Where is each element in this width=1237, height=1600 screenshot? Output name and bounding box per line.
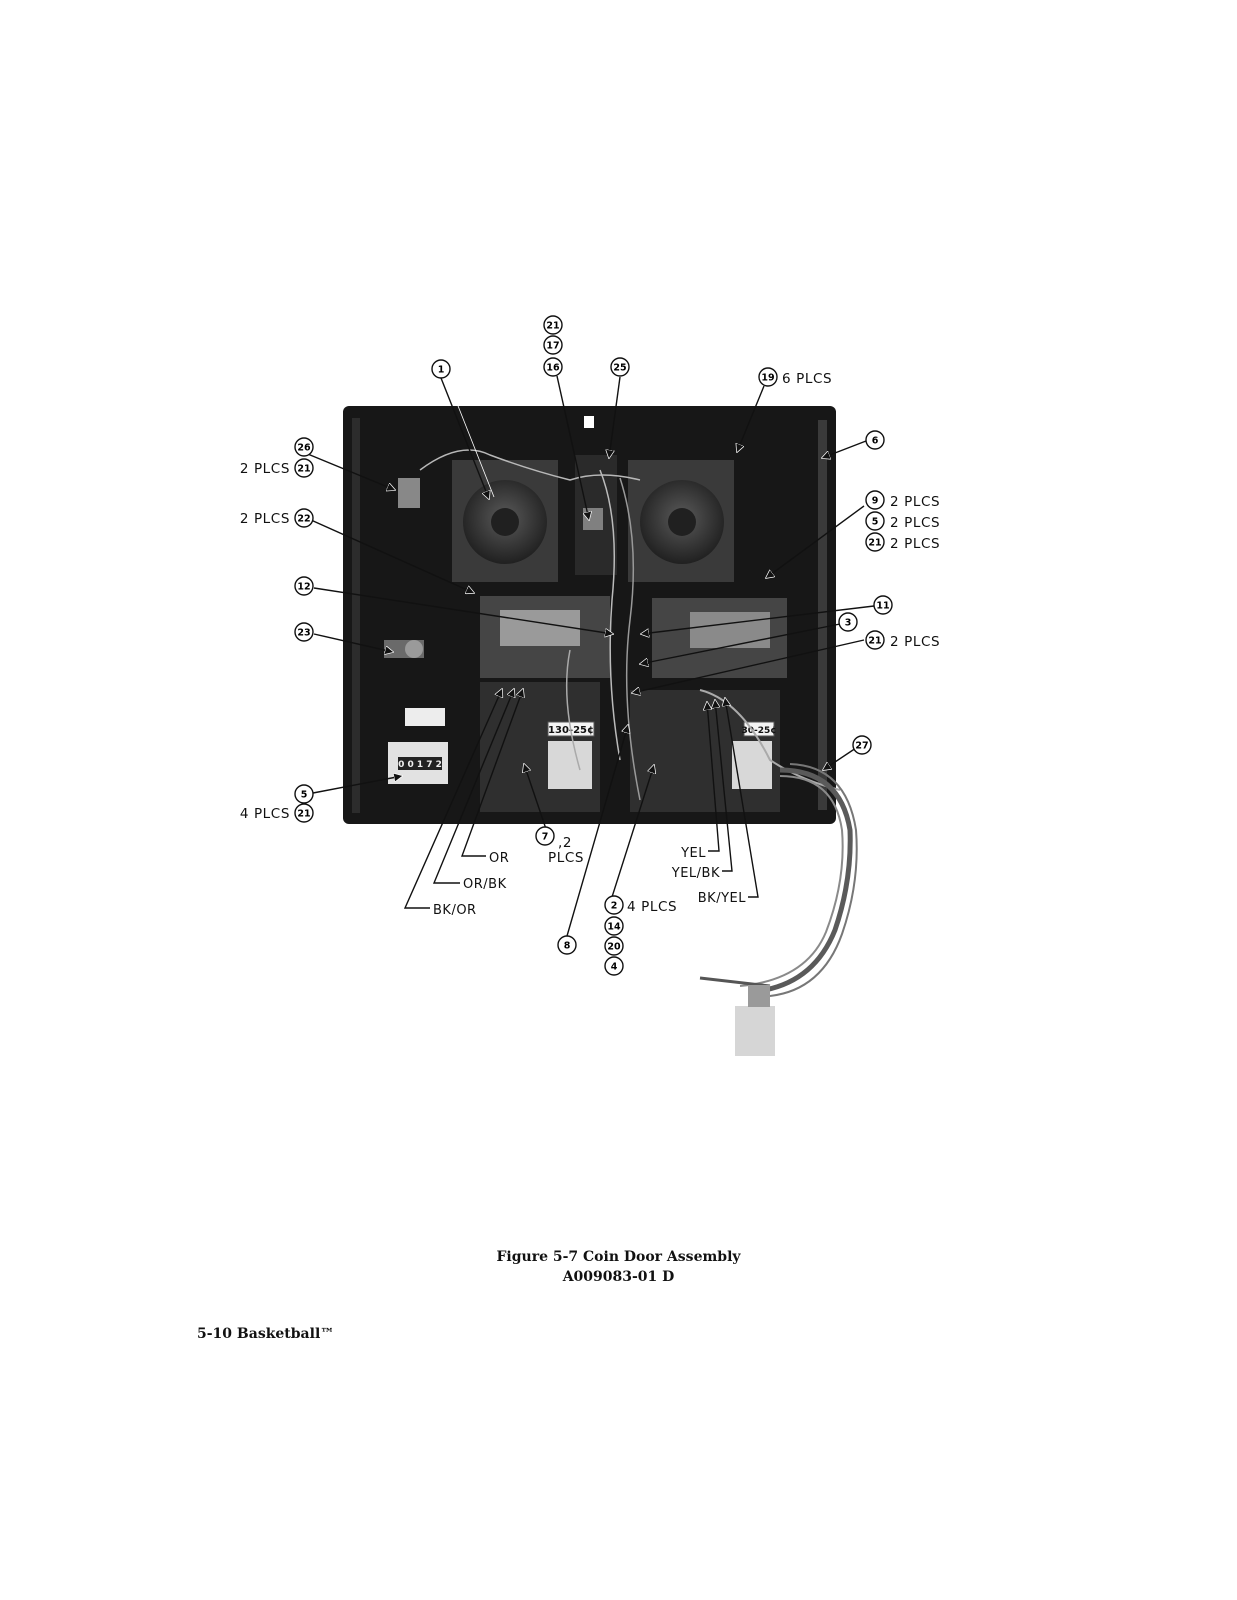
svg-text:21: 21	[868, 636, 881, 647]
svg-text:3: 3	[845, 618, 852, 629]
callout-21-top: 21	[543, 315, 563, 335]
svg-text:2 PLCS: 2 PLCS	[890, 515, 940, 531]
svg-text:4 PLCS: 4 PLCS	[627, 899, 677, 915]
svg-text:2 PLCS: 2 PLCS	[890, 494, 940, 510]
callout-19: 19 6 PLCS	[758, 367, 832, 387]
svg-text:8: 8	[564, 941, 571, 952]
svg-text:20: 20	[607, 942, 621, 953]
svg-text:2 PLCS: 2 PLCS	[890, 536, 940, 552]
svg-text:21: 21	[868, 538, 881, 549]
svg-text:23: 23	[297, 628, 310, 639]
svg-text:21: 21	[297, 809, 310, 820]
callout-3: 3	[838, 612, 858, 632]
callout-23: 23	[294, 622, 314, 642]
wire-label-or-bk: OR/BK	[463, 877, 507, 892]
callout-14: 14	[604, 916, 624, 936]
svg-text:12: 12	[297, 582, 310, 593]
svg-text:2 PLCS: 2 PLCS	[240, 461, 290, 477]
callout-6: 6	[865, 430, 885, 450]
svg-text:2 PLCS: 2 PLCS	[240, 511, 290, 527]
svg-text:27: 27	[855, 741, 868, 752]
callout-5-left: 5	[294, 784, 314, 804]
svg-text:2 PLCS: 2 PLCS	[890, 634, 940, 650]
svg-text:4 PLCS: 4 PLCS	[240, 806, 290, 822]
svg-text:11: 11	[876, 601, 889, 612]
callout-27: 27	[852, 735, 872, 755]
coin-door-photo: 130-25¢ 30-25¢ 0 0 1 7 2	[343, 406, 858, 1056]
callout-21-4plcs-left: 21 4 PLCS	[240, 803, 314, 823]
svg-text:,2: ,2	[558, 835, 572, 851]
svg-text:21: 21	[546, 321, 559, 332]
callout-16: 16	[543, 357, 563, 377]
callout-9: 9 2 PLCS	[865, 490, 940, 510]
callout-8: 8	[557, 935, 577, 955]
svg-text:5: 5	[301, 790, 308, 801]
callout-21-2plcs-right: 21 2 PLCS	[865, 532, 940, 552]
svg-text:17: 17	[546, 341, 559, 352]
callout-21-2plcs-upper-left: 21 2 PLCS	[240, 458, 314, 478]
callout-1: 1	[431, 359, 451, 379]
svg-text:PLCS: PLCS	[548, 850, 584, 866]
callout-22: 22 2 PLCS	[240, 508, 314, 528]
callout-12: 12	[294, 576, 314, 596]
page-footer: 5-10 Basketball™	[197, 1326, 335, 1342]
svg-text:14: 14	[607, 922, 621, 933]
svg-text:7: 7	[542, 832, 549, 843]
figure-caption-title: Figure 5-7 Coin Door Assembly	[496, 1249, 741, 1265]
svg-text:6: 6	[872, 436, 879, 447]
callout-20: 20	[604, 936, 624, 956]
figure-caption-id: A009083-01 D	[562, 1269, 675, 1285]
callout-26: 26	[294, 437, 314, 457]
svg-text:9: 9	[872, 496, 879, 507]
svg-text:22: 22	[297, 514, 310, 525]
wire-label-yel: YEL	[680, 846, 706, 861]
meter-digits: 0 0 1 7 2	[398, 760, 442, 770]
callout-21-2plcs-mid-right: 21 2 PLCS	[865, 630, 940, 650]
wire-label-bk-yel: BK/YEL	[698, 891, 746, 906]
wire-label-yel-bk: YEL/BK	[671, 866, 720, 881]
svg-text:21: 21	[297, 464, 310, 475]
svg-text:2: 2	[611, 901, 618, 912]
svg-text:4: 4	[611, 962, 618, 973]
callout-2: 2 4 PLCS	[604, 895, 677, 915]
svg-text:25: 25	[613, 363, 626, 374]
wire-label-bk-or: BK/OR	[433, 903, 477, 918]
wire-labels: OR OR/BK BK/OR YEL YEL/BK BK/YEL	[433, 846, 746, 918]
svg-text:5: 5	[872, 517, 879, 528]
callout-17: 17	[543, 335, 563, 355]
callout-25: 25	[610, 357, 630, 377]
svg-text:16: 16	[546, 363, 560, 374]
callout-4: 4	[604, 956, 624, 976]
callout-11: 11	[873, 595, 893, 615]
leader-lines	[297, 375, 875, 937]
wire-label-or: OR	[489, 851, 509, 866]
svg-text:19: 19	[761, 373, 774, 384]
counter-label-right: 30-25¢	[741, 726, 776, 736]
svg-text:1: 1	[438, 365, 445, 376]
svg-text:6 PLCS: 6 PLCS	[782, 371, 832, 387]
callout-5-right: 5 2 PLCS	[865, 511, 940, 531]
svg-text:26: 26	[297, 443, 311, 454]
